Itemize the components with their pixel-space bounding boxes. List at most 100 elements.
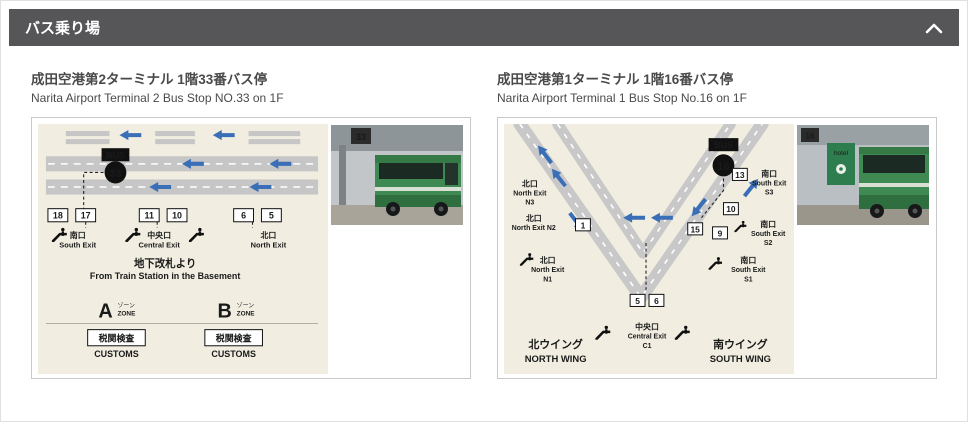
bus-badge-number: 16 (717, 161, 729, 173)
hotel-sign: hotel (827, 143, 855, 185)
stop-number: 6 (241, 211, 246, 221)
zone-a-label: A ゾーン ZONE (98, 300, 136, 322)
central-exit-label: 中央口 Central Exit C1 (628, 322, 667, 350)
svg-text:南口: 南口 (761, 168, 777, 178)
north-exit-label-en: North Exit (251, 240, 287, 249)
svg-text:S2: S2 (764, 240, 773, 247)
svg-text:B: B (218, 300, 232, 322)
content-area: 成田空港第2ターミナル 1階33番バス停 Narita Airport Term… (9, 46, 959, 379)
north-wing-label: 北ウイング NORTH WING (525, 337, 587, 365)
svg-text:North Exit N2: North Exit N2 (512, 225, 556, 232)
terminal1-title-ja: 成田空港第1ターミナル 1階16番バス停 (497, 72, 734, 87)
pillar (339, 145, 346, 205)
svg-text:CUSTOMS: CUSTOMS (94, 349, 139, 359)
svg-text:ゾーン: ゾーン (117, 302, 135, 309)
terminal2-panel: 成田空港第2ターミナル 1階33番バス停 Narita Airport Term… (31, 68, 471, 379)
svg-text:NORTH WING: NORTH WING (525, 354, 587, 365)
panel-header[interactable]: バス乗り場 (9, 9, 959, 46)
svg-text:S1: S1 (744, 276, 753, 283)
svg-text:SOUTH WING: SOUTH WING (710, 354, 771, 365)
terminal1-panel: 成田空港第1ターミナル 1階16番バス停 Narita Airport Term… (497, 68, 937, 379)
canopy (331, 125, 463, 151)
svg-text:C1: C1 (643, 343, 652, 350)
terminal1-map-box: BUS 16 北口 North Exit N3 北口 North Exit N2 (497, 117, 937, 379)
stop-13-number: 13 (735, 170, 745, 180)
stop-number: 5 (269, 211, 274, 221)
svg-text:ZONE: ZONE (117, 310, 136, 317)
north-exit-label-ja: 北口 (260, 230, 276, 240)
svg-text:33: 33 (356, 132, 366, 142)
bus-badge-number: 33 (109, 168, 121, 180)
svg-text:南ウイング: 南ウイング (713, 337, 768, 351)
svg-text:ゾーン: ゾーン (237, 302, 255, 309)
south-exit-s2-label: 南口 South Exit S2 (751, 219, 786, 247)
north-exit-n3-label: 北口 North Exit N3 (513, 178, 547, 206)
basement-note-ja: 地下改札より (134, 257, 196, 270)
stop-number: 18 (53, 211, 63, 221)
stop-1-box (575, 218, 591, 232)
canopy (797, 125, 929, 145)
terminal1-bus-photo: 16 hotel (797, 125, 929, 225)
svg-text:N1: N1 (543, 276, 552, 283)
svg-text:南口: 南口 (760, 219, 776, 229)
pavement (331, 205, 463, 225)
platform-bars (65, 131, 301, 145)
stop-number-sign: 16 (801, 128, 819, 142)
bus-stop-16-badge: BUS 16 (708, 138, 739, 177)
svg-text:North Exit: North Exit (513, 191, 547, 198)
svg-text:北口: 北口 (540, 255, 556, 265)
svg-text:A: A (98, 300, 112, 322)
terminal2-title-ja: 成田空港第2ターミナル 1階33番バス停 (31, 72, 268, 87)
stop-number: 11 (145, 211, 154, 221)
stop-6-number: 6 (654, 296, 659, 306)
terminal2-map-box: BUS 33 18 17 11 10 (31, 117, 471, 379)
stop-number-boxes: 18 17 11 10 6 5 (47, 208, 282, 223)
stop-15-box (687, 222, 704, 236)
chevron-up-icon[interactable] (925, 22, 943, 34)
stop-1-number: 1 (581, 220, 586, 230)
bus-badge-label: BUS (714, 140, 733, 150)
svg-text:中央口: 中央口 (635, 322, 659, 332)
customs-left: 税関検査 CUSTOMS (87, 329, 146, 359)
svg-text:北ウイング: 北ウイング (528, 337, 583, 351)
stop-10-box (722, 202, 739, 216)
svg-text:N3: N3 (525, 200, 534, 207)
south-exit-s1-label: 南口 South Exit S1 (731, 255, 766, 283)
walking-route-dashes (645, 178, 725, 292)
svg-text:South Exit: South Exit (751, 231, 786, 238)
central-exit-label-ja: 中央口 (147, 230, 171, 240)
stop-5-box (629, 293, 646, 307)
green-bus (859, 147, 929, 218)
svg-text:Central Exit: Central Exit (628, 334, 667, 341)
svg-text:北口: 北口 (522, 178, 538, 188)
svg-text:South Exit: South Exit (752, 180, 787, 187)
terminal2-map-diagram: BUS 33 18 17 11 10 (38, 124, 328, 374)
stop-13-box (731, 167, 748, 181)
svg-text:北口: 北口 (526, 213, 542, 223)
svg-text:16: 16 (805, 131, 815, 141)
stop-number: 10 (172, 211, 182, 221)
svg-text:税関検査: 税関検査 (99, 333, 136, 344)
terminal2-bus-photo: 33 (331, 125, 463, 225)
stop-5-number: 5 (635, 296, 640, 306)
pavement (797, 205, 929, 225)
stop-15-number: 15 (690, 224, 700, 234)
stop-number: 17 (81, 211, 91, 221)
stop-number-sign: 33 (351, 128, 371, 144)
south-exit-s3-label: 南口 South Exit S3 (752, 168, 787, 196)
terminal1-map-diagram: BUS 16 北口 North Exit N3 北口 North Exit N2 (504, 124, 794, 374)
bus-badge-label: BUS (106, 150, 125, 160)
terminal1-title-en: Narita Airport Terminal 1 Bus Stop No.16… (497, 91, 747, 105)
svg-text:South Exit: South Exit (731, 267, 766, 274)
green-bus (375, 155, 461, 216)
south-exit-label-en: South Exit (59, 240, 96, 249)
svg-text:南口: 南口 (740, 255, 756, 265)
svg-text:hotel: hotel (834, 150, 849, 157)
central-exit-label-en: Central Exit (138, 240, 180, 249)
svg-text:税関検査: 税関検査 (216, 333, 253, 344)
svg-text:North Exit: North Exit (531, 267, 565, 274)
terminal2-title-en: Narita Airport Terminal 2 Bus Stop NO.33… (31, 91, 284, 105)
stop-6-box (648, 293, 665, 307)
bus-stop-33-badge: BUS 33 (101, 148, 130, 184)
basement-note-en: From Train Station in the Basement (90, 271, 240, 281)
